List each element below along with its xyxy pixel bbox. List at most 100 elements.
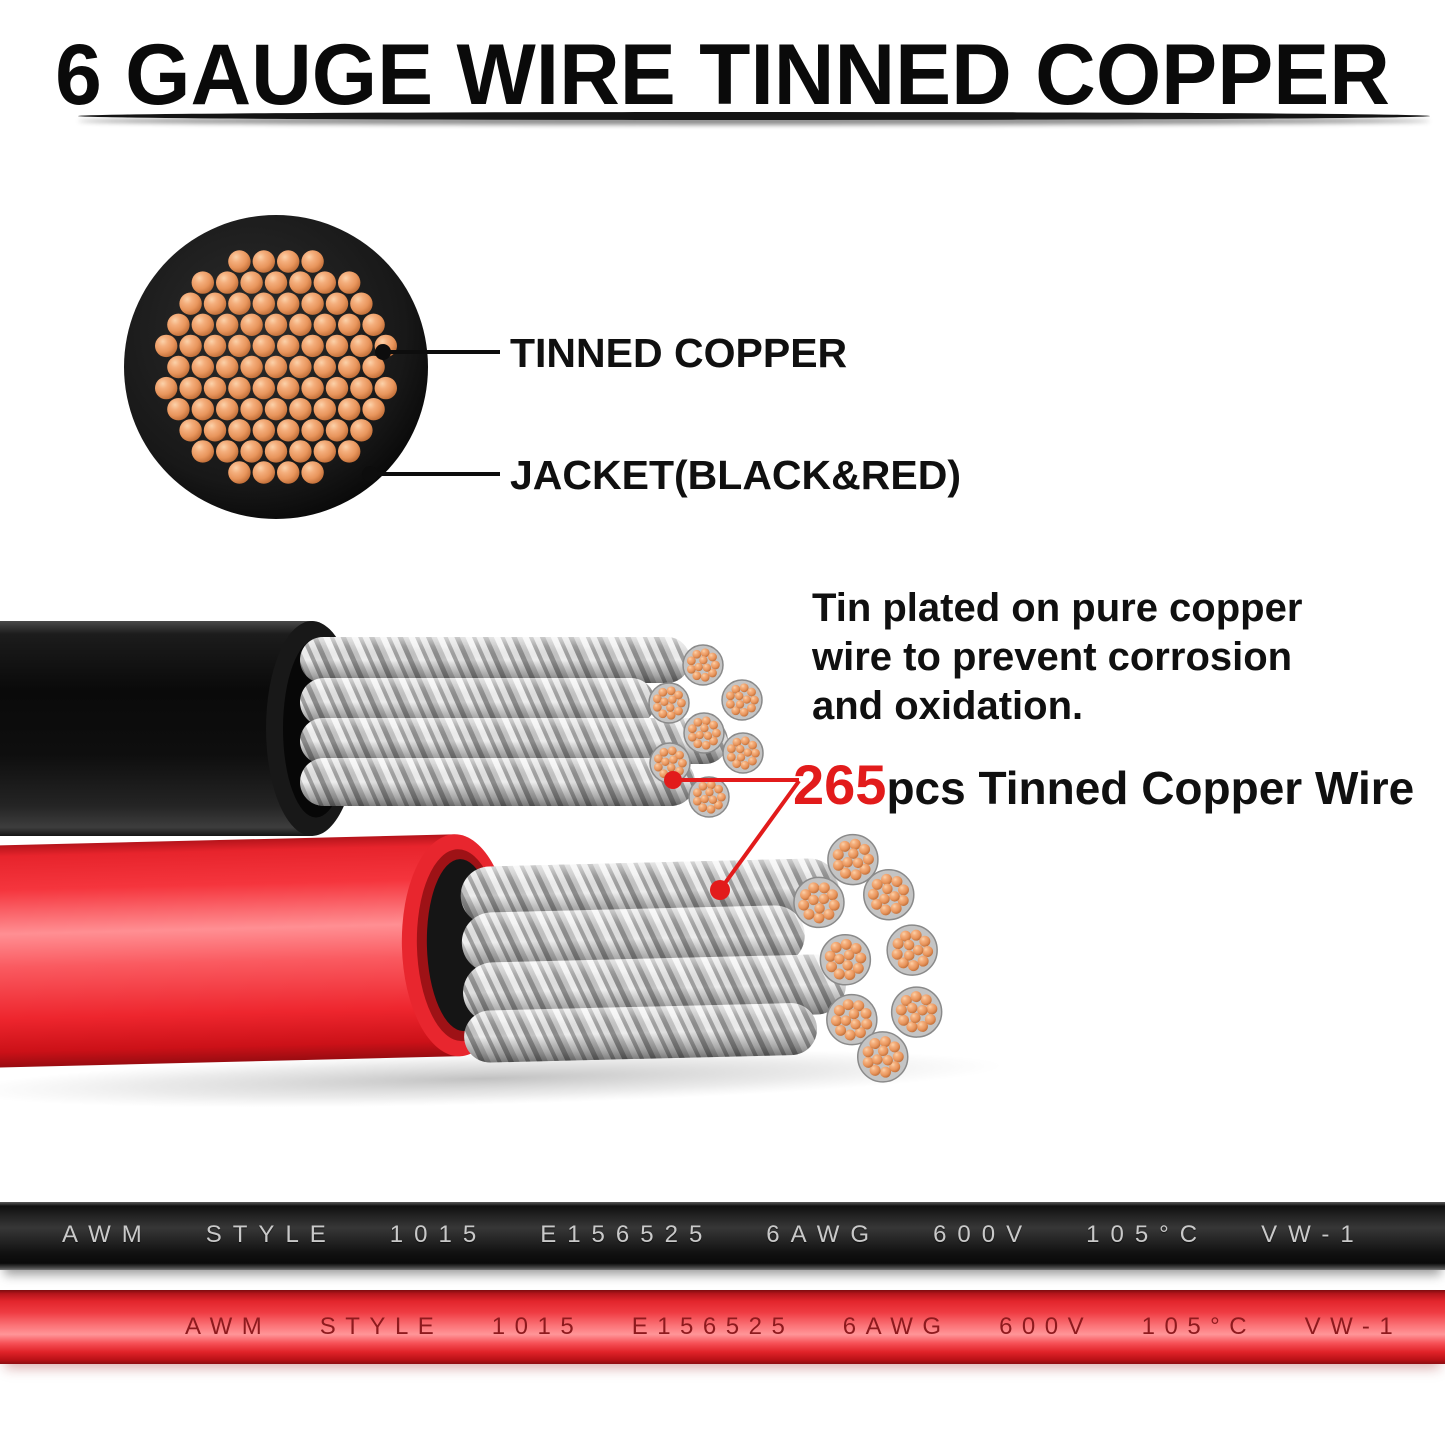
copper-strand [880,1066,892,1078]
copper-strand [179,334,202,358]
copper-strand [289,355,312,379]
copper-strand [906,1021,918,1033]
title-underline [78,112,1430,120]
red-cable-strands [460,858,846,1063]
copper-strand [740,736,750,746]
copper-strand [828,899,840,911]
copper-strand [699,656,708,665]
copper-strand [847,848,859,859]
copper-strand [692,788,702,798]
copper-strand [832,859,844,871]
copper-strand [877,1045,889,1057]
copper-strand [798,899,810,911]
copper-strand [350,292,373,315]
copper-strand [826,961,838,973]
copper-strand [668,695,677,704]
copper-strand [653,762,663,772]
copper-strand [906,1002,918,1014]
copper-strand [677,758,687,768]
copper-strand [861,1018,873,1030]
copper-strand [711,728,721,738]
copper-strand [844,969,856,981]
copper-strand [917,1004,928,1016]
copper-strand [898,884,910,896]
strand-count-number: 265 [793,753,887,816]
copper-strand [869,1038,881,1050]
tin-plated-description: Tin plated on pure copper wire to preven… [812,586,1303,728]
copper-strand [860,1007,872,1019]
copper-strand [900,995,912,1007]
copper-strand [823,908,835,920]
copper-strand [731,706,741,716]
copper-strand [191,313,214,336]
copper-strand [808,882,820,894]
copper-strand [313,355,336,379]
copper-strand [362,313,385,336]
copper-strand [228,419,251,442]
red-wire-print-text: AWM STYLE 1015 E156525 6AWG 600V 105°C V… [185,1313,1403,1340]
copper-strand [277,376,300,400]
copper-strand [301,334,324,358]
copper-strand [748,756,757,766]
copper-strand [240,355,263,379]
copper-strand [325,334,349,358]
copper-strand [826,889,838,901]
copper-strand [850,869,862,881]
copper-strand [842,999,854,1011]
copper-strand [653,754,663,764]
copper-strand [264,440,288,463]
copper-strand [667,746,677,756]
copper-strand [313,440,336,463]
copper-strand [700,672,710,682]
copper-strand [813,912,825,924]
copper-strand [840,1015,852,1026]
copper-strand [191,440,214,463]
copper-strand [658,709,668,719]
copper-strand [726,752,736,762]
copper-strand [850,943,862,955]
copper-strand [695,730,704,740]
copper-strand [895,1004,907,1016]
copper-strand [725,691,735,701]
strand-rope-shading [461,905,805,973]
copper-strand [912,944,924,956]
copper-strand [830,941,842,953]
copper-strand [867,888,879,900]
copper-strand [832,849,844,861]
copper-strand [203,419,227,442]
copper-strand [910,1012,921,1024]
copper-strand [750,748,760,758]
copper-strand [191,355,214,379]
copper-strand [743,748,752,757]
copper-strand [350,334,373,358]
copper-strand [740,760,750,770]
copper-strand [252,250,275,273]
copper-strand [859,863,871,875]
red-cable-jacket [0,834,510,1068]
copper-strand [362,355,385,379]
copper-strand [898,1014,910,1026]
copper-strand [735,700,745,709]
copper-strand [667,763,676,772]
copper-strand [167,313,190,336]
strand-rope-shading [300,718,728,764]
red-cable-shadow [0,1049,1004,1108]
strand-rope-shading [464,1003,818,1063]
copper-strand [711,660,720,670]
copper-strand [700,648,710,658]
strand-count-callout [664,771,801,900]
copper-strand [167,355,190,379]
copper-strand [692,796,702,806]
copper-strand [374,376,397,400]
copper-strand [871,898,883,910]
copper-strand [749,695,759,705]
copper-strand [674,706,683,716]
strand-count-dot-black-cable [664,771,682,789]
copper-strand [350,419,373,442]
copper-strand [338,313,361,336]
page-title: 6 GAUGE WIRE TINNED COPPER [55,25,1390,123]
copper-strand [228,334,251,358]
copper-strand [839,840,851,852]
copper-strand [862,1046,874,1058]
strand-count-line: 265pcs Tinned Copper Wire [793,752,1414,817]
